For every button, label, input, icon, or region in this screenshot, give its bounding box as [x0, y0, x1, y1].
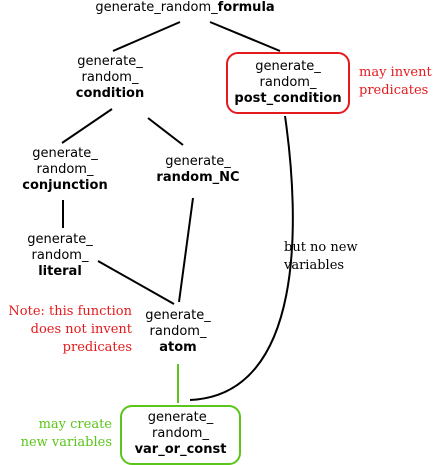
node-varorconst-line1: generate_	[147, 410, 214, 425]
edge-condition-randomnc	[147, 117, 184, 146]
node-randomnc-line1: generate_	[165, 154, 231, 169]
node-atom-line1: generate_	[145, 308, 211, 323]
note-novars-line2: variables	[284, 258, 345, 273]
node-condition-line2: random_	[81, 70, 139, 85]
note-novars-line1: but no new	[284, 240, 358, 255]
node-atom-line2: random_	[149, 324, 207, 339]
node-formula-name: formula	[217, 0, 275, 15]
node-literal-line2: random_	[31, 248, 89, 263]
node-conjunction-line1: generate_	[32, 146, 98, 161]
note-invent-line2: predicates	[359, 83, 429, 98]
edge-literal-atom	[97, 260, 175, 305]
note-noinvent-line2: does not invent	[30, 322, 132, 337]
note-invent-line1: may invent	[359, 65, 432, 80]
node-generate-random-post-condition: generate_ random_ post_condition	[228, 59, 348, 107]
node-literal-name: literal	[38, 264, 82, 279]
node-generate-random-literal: generate_ random_ literal	[10, 232, 110, 280]
note-may-create-new-variables: may create new variables	[6, 416, 112, 452]
note-but-no-new-variables: but no new variables	[284, 239, 358, 275]
node-formula-prefix: generate_random_	[95, 0, 218, 15]
node-generate-random-conjunction: generate_ random_ conjunction	[5, 146, 125, 194]
node-varorconst-name: var_or_const	[134, 442, 227, 457]
edge-randomnc-atom	[178, 197, 194, 303]
edge-formula-postcondition	[209, 21, 281, 52]
edge-postcondition-varorconst	[189, 115, 294, 401]
note-noinvent-line1: Note: this function	[8, 304, 132, 319]
node-literal-line1: generate_	[27, 232, 93, 247]
node-conjunction-line2: random_	[36, 162, 94, 177]
node-condition-line1: generate_	[77, 54, 143, 69]
node-generate-random-formula: generate_random_formula	[70, 0, 300, 16]
note-create-line2: new variables	[20, 435, 112, 450]
node-conjunction-name: conjunction	[22, 178, 108, 193]
node-postcondition-line1: generate_	[255, 59, 321, 74]
node-randomnc-name: random_NC	[156, 170, 240, 185]
node-condition-name: condition	[75, 86, 145, 101]
note-does-not-invent-predicates: Note: this function does not invent pred…	[0, 303, 132, 357]
node-varorconst-line2: random_	[152, 426, 209, 441]
edge-condition-conjunction	[61, 108, 113, 144]
node-generate-random-condition: generate_ random_ condition	[55, 54, 165, 102]
post-condition-box	[226, 52, 350, 114]
node-postcondition-name: post_condition	[234, 91, 342, 106]
note-create-line1: may create	[38, 417, 112, 432]
node-generate-random-nc: generate_ random_NC	[148, 154, 248, 186]
node-atom-name: atom	[159, 340, 197, 355]
node-postcondition-line2: random_	[259, 75, 317, 90]
edge-formula-condition	[112, 21, 181, 52]
note-may-invent-predicates: may invent predicates	[359, 64, 432, 100]
node-generate-random-atom: generate_ random_ atom	[128, 308, 228, 356]
var-or-const-box	[120, 405, 241, 465]
node-generate-random-var-or-const: generate_ random_ var_or_const	[120, 410, 241, 458]
note-noinvent-line3: predicates	[62, 340, 132, 355]
